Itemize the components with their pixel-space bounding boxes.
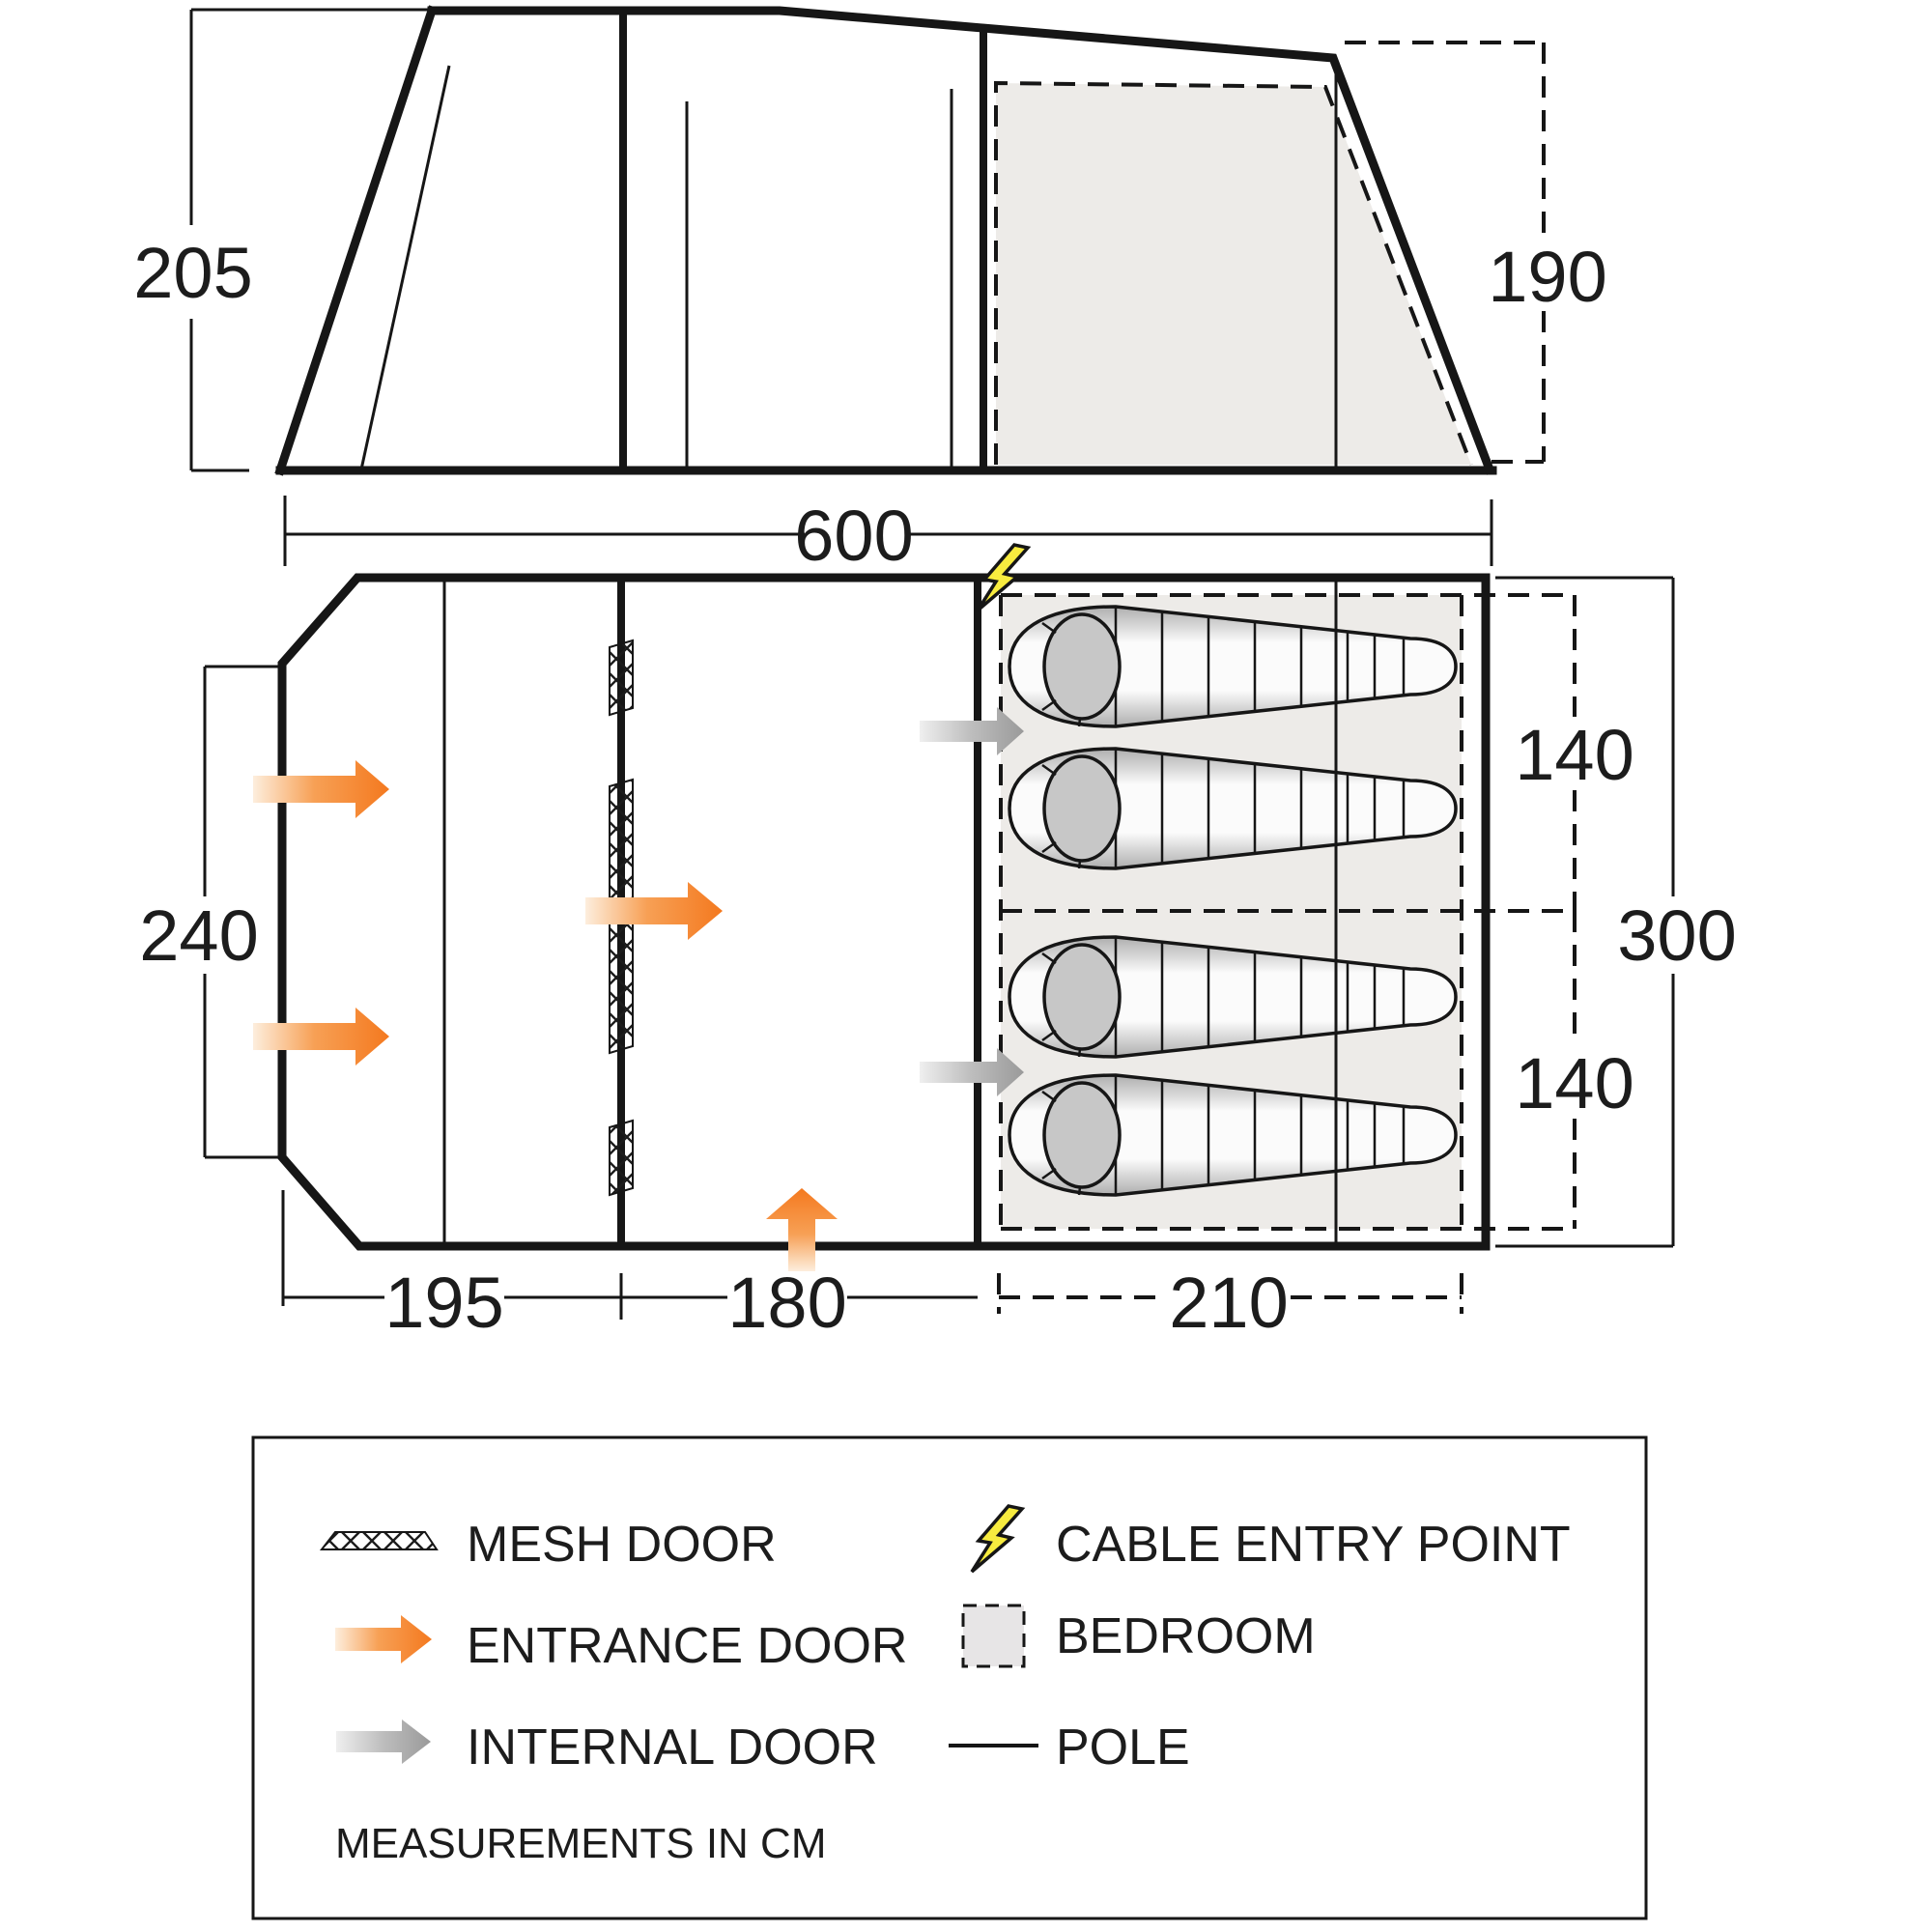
side-elevation-view: 205 190	[133, 5, 1607, 476]
mesh-door-strip-1	[609, 639, 634, 717]
dimension-total-width-300: 300	[1495, 576, 1737, 1248]
front-section-value: 195	[384, 1263, 503, 1343]
dimension-bedroom-width-140-bottom: 140	[1515, 911, 1634, 1229]
dimension-front-195: 195	[281, 1190, 623, 1343]
total-length-value: 600	[794, 496, 913, 576]
mesh-door-strip-3	[609, 1119, 634, 1197]
dimension-height-205: 205	[133, 8, 432, 472]
floor-plan-outline	[277, 573, 1491, 1251]
entrance-door-arrow-3	[585, 882, 723, 940]
legend-label-entrance-door: ENTRANCE DOOR	[467, 1618, 907, 1674]
entrance-door-arrow-1	[253, 760, 389, 818]
legend-box: MESH DOOR ENTRANCE DOOR INTERNAL DOOR CA…	[251, 1435, 1648, 1920]
legend-label-cable-entry: CABLE ENTRY POINT	[1056, 1517, 1571, 1573]
middle-section-value: 180	[727, 1263, 846, 1343]
dimension-height-190: 190	[1345, 41, 1607, 464]
bedroom-swatch-icon	[961, 1604, 1026, 1668]
legend-label-pole: POLE	[1056, 1719, 1190, 1776]
legend-label-bedroom: BEDROOM	[1056, 1608, 1316, 1664]
internal-door-arrow-1	[920, 707, 1024, 755]
height-left-value: 205	[133, 233, 252, 313]
side-bedroom-shaded-area	[996, 83, 1471, 465]
entrance-door-arrow-4	[766, 1188, 838, 1271]
mesh-door-icon	[319, 1531, 439, 1550]
legend-label-mesh-door: MESH DOOR	[467, 1517, 777, 1573]
bedroom-width-top-value: 140	[1515, 715, 1634, 795]
total-width-value: 300	[1617, 895, 1736, 976]
measurements-note: MEASUREMENTS IN CM	[335, 1820, 826, 1867]
dimension-middle-180: 180	[621, 1263, 1001, 1343]
entrance-door-arrow-2	[253, 1008, 389, 1065]
bedroom-dashed-boundary	[999, 593, 1575, 1231]
left-width-value: 240	[139, 895, 258, 976]
internal-door-arrow-2	[920, 1048, 1024, 1096]
side-bedroom-dashed-outline	[994, 80, 1473, 466]
legend-label-internal-door: INTERNAL DOOR	[467, 1719, 878, 1776]
dimension-width-240: 240	[139, 665, 282, 1159]
height-right-value: 190	[1488, 237, 1606, 317]
dimension-bedroom-210: 210	[999, 1263, 1463, 1343]
floor-plan-view: 240 195 180 210	[139, 543, 1737, 1343]
dimension-length-600: 600	[283, 496, 1493, 576]
internal-door-arrow-icon	[336, 1719, 431, 1764]
side-left-slope-wall	[274, 5, 438, 476]
dimension-bedroom-width-140-top: 140	[1515, 595, 1634, 911]
side-inner-seam-line	[359, 65, 451, 470]
entrance-door-arrow-icon	[335, 1615, 432, 1663]
side-roof-line	[427, 6, 1495, 475]
bedroom-width-bottom-value: 140	[1515, 1043, 1634, 1123]
bedroom-depth-value: 210	[1169, 1263, 1288, 1343]
